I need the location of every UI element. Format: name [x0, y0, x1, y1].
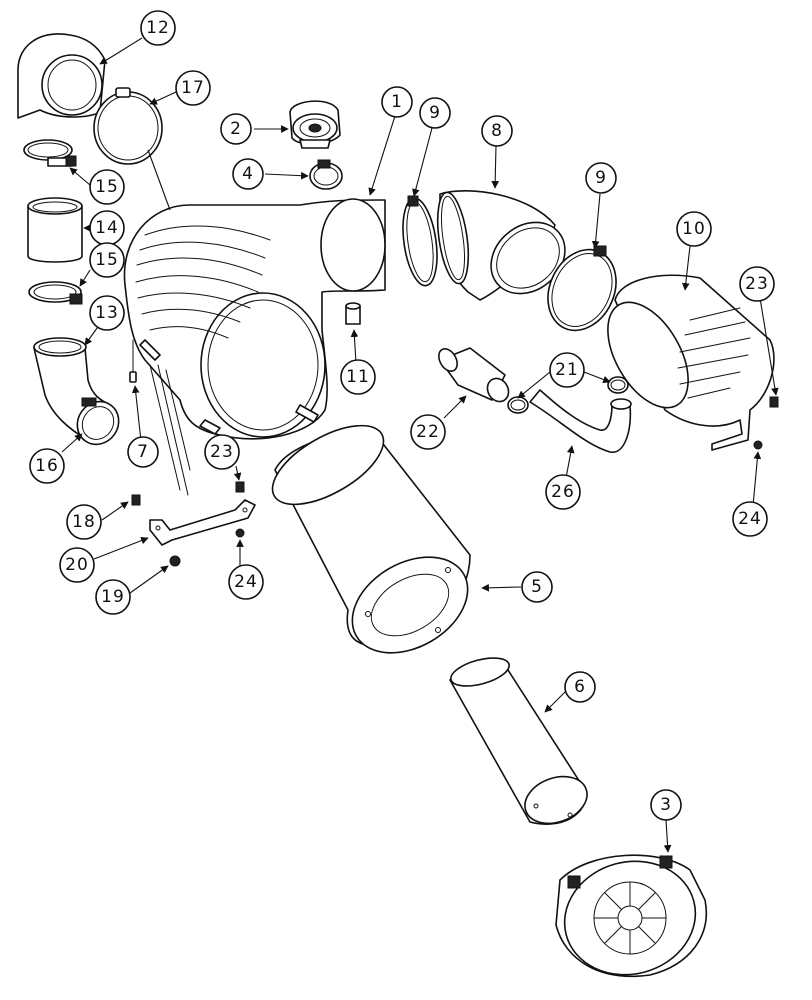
callout-13-label: 13 — [95, 303, 119, 323]
callout-10-label: 10 — [682, 219, 706, 239]
callout-18: 18 — [66, 504, 102, 540]
part-11-grommet — [345, 302, 361, 325]
part-5-filter — [271, 424, 471, 654]
callout-2: 2 — [220, 113, 252, 145]
callout-11-label: 11 — [346, 367, 370, 387]
part-10-shroud — [607, 274, 775, 451]
part-18-bolt — [131, 494, 141, 506]
part-8-elbow-duct — [436, 190, 566, 301]
callout-5-label: 5 — [531, 577, 543, 597]
callout-23-lower-label: 23 — [210, 442, 234, 462]
part-7-valve — [129, 339, 137, 383]
callout-10: 10 — [676, 211, 712, 247]
part-19-nut — [169, 555, 181, 567]
callout-9-left-label: 9 — [429, 103, 441, 123]
callout-1: 1 — [381, 86, 413, 118]
callout-8-label: 8 — [491, 121, 503, 141]
part-6-filter — [449, 657, 588, 825]
part-9-clamp-left — [402, 195, 438, 287]
callout-26-label: 26 — [551, 482, 575, 502]
callout-26: 26 — [545, 474, 581, 510]
callout-24-right-label: 24 — [738, 509, 762, 529]
callout-22-label: 22 — [416, 422, 440, 442]
callout-15-lower: 15 — [89, 242, 125, 278]
part-12-elbow — [17, 33, 106, 119]
callout-17: 17 — [175, 70, 211, 106]
part-24-nut-right — [753, 440, 763, 450]
callout-17-label: 17 — [181, 78, 205, 98]
callout-24-lower: 24 — [228, 564, 264, 600]
part-4-clamp — [309, 159, 343, 190]
callout-12-label: 12 — [146, 18, 170, 38]
callout-9-left: 9 — [419, 97, 451, 129]
callout-23-lower: 23 — [204, 434, 240, 470]
callout-4-label: 4 — [242, 164, 254, 184]
part-22-sensor — [438, 347, 510, 403]
callout-20-label: 20 — [65, 555, 89, 575]
part-15-clamp-upper — [23, 139, 77, 167]
callout-4: 4 — [232, 158, 264, 190]
part-26-hose — [529, 389, 632, 453]
part-15-clamp-lower — [28, 281, 83, 305]
callout-19-label: 19 — [101, 587, 125, 607]
part-9-clamp-right — [547, 245, 617, 332]
leader-lines — [61, 37, 779, 853]
callout-8: 8 — [481, 115, 513, 147]
callout-16-label: 16 — [35, 456, 59, 476]
callout-7: 7 — [127, 436, 159, 468]
callout-14: 14 — [89, 210, 125, 246]
part-17-clamp — [93, 87, 163, 165]
callout-9-right: 9 — [585, 162, 617, 194]
callout-20: 20 — [59, 547, 95, 583]
callout-18-label: 18 — [72, 512, 96, 532]
part-20-bracket — [149, 499, 256, 546]
callout-24-lower-label: 24 — [234, 572, 258, 592]
part-16-clamp — [76, 397, 120, 446]
callout-22: 22 — [410, 414, 446, 450]
callout-6: 6 — [564, 671, 596, 703]
part-1-housing — [123, 198, 386, 496]
callout-15-lower-label: 15 — [95, 250, 119, 270]
callout-5: 5 — [521, 571, 553, 603]
part-3-cover — [555, 854, 707, 977]
callout-13: 13 — [89, 295, 125, 331]
callout-14-label: 14 — [95, 218, 119, 238]
callout-11: 11 — [340, 359, 376, 395]
part-14-sleeve — [27, 197, 83, 263]
callout-6-label: 6 — [574, 677, 586, 697]
callout-21: 21 — [549, 352, 585, 388]
callout-15-upper-label: 15 — [95, 177, 119, 197]
callout-12: 12 — [140, 10, 176, 46]
part-23-screw-right — [769, 396, 779, 408]
callout-15-upper: 15 — [89, 169, 125, 205]
callout-3: 3 — [650, 789, 682, 821]
callout-23-right-label: 23 — [745, 274, 769, 294]
part-23-screw-lower — [235, 481, 245, 493]
callout-19: 19 — [95, 579, 131, 615]
callout-16: 16 — [29, 448, 65, 484]
part-24-nut-lower — [235, 528, 245, 538]
callout-23-right: 23 — [739, 266, 775, 302]
part-21-clamps — [507, 376, 629, 414]
callout-9-right-label: 9 — [595, 168, 607, 188]
callout-7-label: 7 — [137, 442, 149, 462]
callout-2-label: 2 — [230, 119, 242, 139]
callout-3-label: 3 — [660, 795, 672, 815]
callout-21-label: 21 — [555, 360, 579, 380]
callout-24-right: 24 — [732, 501, 768, 537]
callout-1-label: 1 — [391, 92, 403, 112]
part-2-cap — [289, 100, 341, 149]
